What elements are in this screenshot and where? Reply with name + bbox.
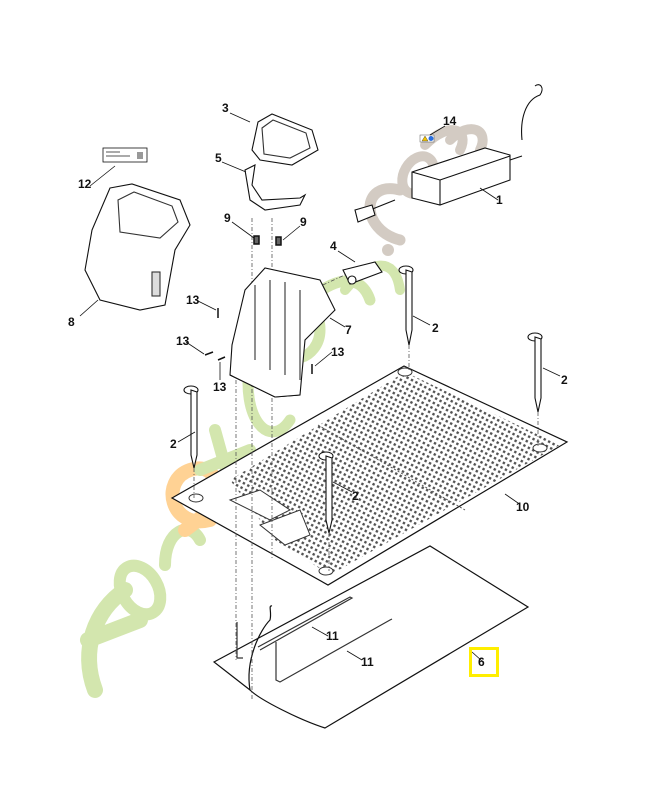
part-14-warning-label [419, 134, 435, 143]
callout-10[interactable]: 10 [516, 500, 530, 514]
callout-7[interactable]: 7 [345, 323, 352, 337]
callout-14[interactable]: 14 [443, 114, 457, 128]
part-6-ground-mat [212, 545, 530, 729]
callout-2[interactable]: 2 [352, 489, 359, 503]
callout-12[interactable]: 12 [78, 177, 92, 191]
leader-lines [79, 112, 561, 662]
callout-6[interactable]: 6 [478, 655, 485, 669]
callout-2[interactable]: 2 [561, 373, 568, 387]
callout-9[interactable]: 9 [224, 211, 231, 225]
part-9-springs [253, 235, 282, 246]
callout-11[interactable]: 11 [361, 655, 374, 669]
callout-2[interactable]: 2 [432, 321, 439, 335]
part-12-rating-label [102, 147, 148, 163]
part-2-pegs [183, 265, 543, 534]
part-1-power-supply [354, 84, 543, 223]
part-11-guide-wires [236, 596, 393, 691]
callout-13[interactable]: 13 [176, 334, 190, 348]
highlight-box-part-6[interactable] [469, 647, 499, 677]
part-4-connector [342, 261, 383, 285]
part-5-contact-bracket [244, 164, 307, 211]
callout-2[interactable]: 2 [170, 437, 177, 451]
part-3-top-cover [251, 113, 319, 166]
callout-1[interactable]: 1 [496, 193, 503, 207]
callout-9[interactable]: 9 [300, 215, 307, 229]
callout-4[interactable]: 4 [330, 239, 337, 253]
callout-13[interactable]: 13 [186, 293, 200, 307]
part-7-station-chassis [229, 267, 336, 398]
callout-11[interactable]: 11 [326, 629, 339, 643]
callout-8[interactable]: 8 [68, 315, 75, 329]
part-8-station-hood [84, 183, 191, 311]
part-10-base-plate [170, 365, 569, 586]
callout-13[interactable]: 13 [213, 380, 227, 394]
part-13-screws [204, 308, 313, 374]
callout-3[interactable]: 3 [222, 101, 229, 115]
callout-5[interactable]: 5 [215, 151, 222, 165]
callout-13[interactable]: 13 [331, 345, 345, 359]
